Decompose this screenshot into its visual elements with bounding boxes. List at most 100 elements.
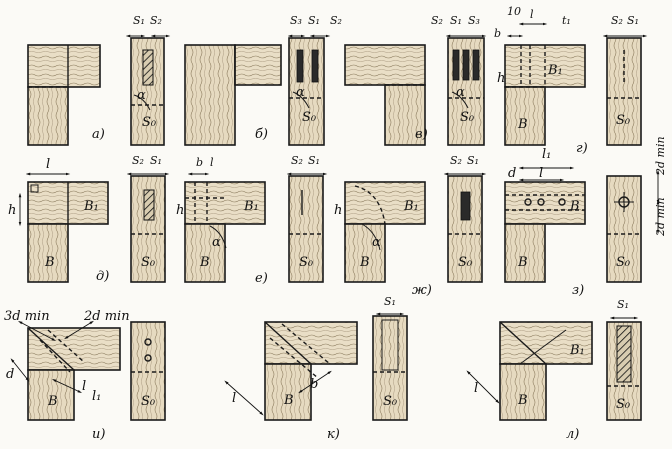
svg-text:д): д) xyxy=(96,269,109,284)
dowel-mark xyxy=(524,198,532,206)
svg-text:S₁: S₁ xyxy=(450,14,462,27)
svg-text:S₀: S₀ xyxy=(616,113,631,128)
svg-text:к): к) xyxy=(327,427,340,442)
joint-v-rail xyxy=(344,44,426,86)
joint-l-section: S₀ S₁ xyxy=(606,298,642,421)
joint-a-section: α S₀ S₁ S₂ xyxy=(125,14,171,146)
svg-text:2d min: 2d min xyxy=(654,197,667,237)
joint-d: l h B₁ B д) xyxy=(8,157,109,284)
svg-text:S₀: S₀ xyxy=(141,255,156,270)
svg-text:10: 10 xyxy=(507,5,521,18)
svg-text:B₁: B₁ xyxy=(83,199,99,214)
svg-text:S₀: S₀ xyxy=(141,394,156,409)
svg-text:S₀: S₀ xyxy=(460,110,475,125)
joint-z: l₁ l d B B з) xyxy=(504,147,586,298)
svg-text:B: B xyxy=(517,255,528,270)
svg-text:l: l xyxy=(539,166,543,181)
joint-k-section: S₀ S₁ xyxy=(372,295,408,421)
svg-text:г): г) xyxy=(576,141,588,156)
joint-b-section: α S₀ S₃ S₁ S₂ xyxy=(287,14,342,146)
joint-b: б) xyxy=(184,44,282,146)
joint-v-section: α S₀ S₂ S₁ S₃ xyxy=(431,14,487,146)
joint-v: в) xyxy=(344,44,428,146)
svg-text:2d min: 2d min xyxy=(83,309,130,324)
svg-text:S₂: S₂ xyxy=(431,14,443,27)
joint-g: B₁ B h 10 l t₁ b г) xyxy=(494,5,588,156)
svg-text:t₁: t₁ xyxy=(562,14,571,27)
joint-l: l B₁ B л) xyxy=(466,321,593,442)
svg-text:S₂: S₂ xyxy=(611,14,623,27)
joint-b-stile xyxy=(184,44,236,146)
svg-text:S₂: S₂ xyxy=(291,154,303,167)
svg-text:S₁: S₁ xyxy=(384,295,396,308)
svg-text:ж): ж) xyxy=(412,283,432,298)
joint-e: α b l h B₁ B е) xyxy=(176,156,268,286)
joint-i: d l l₁ B 3d min 2d min и) xyxy=(4,309,130,442)
svg-text:α: α xyxy=(456,85,465,100)
joint-a: а) xyxy=(27,44,105,146)
svg-text:l: l xyxy=(46,157,50,172)
joint-k: l b B к) xyxy=(224,321,358,442)
svg-text:d: d xyxy=(508,166,516,181)
svg-text:S₁: S₁ xyxy=(467,154,479,167)
svg-text:B: B xyxy=(283,393,294,408)
svg-text:S₀: S₀ xyxy=(299,255,314,270)
svg-text:l: l xyxy=(232,391,236,406)
svg-text:S₀: S₀ xyxy=(142,115,157,130)
svg-text:S₃: S₃ xyxy=(468,14,480,27)
svg-text:h: h xyxy=(497,71,505,86)
svg-text:α: α xyxy=(372,235,381,250)
dowel-mark xyxy=(558,198,566,206)
joint-e-section: S₀ S₂ S₁ xyxy=(286,154,328,283)
caption-a: а) xyxy=(92,127,105,142)
svg-text:l: l xyxy=(474,381,478,396)
svg-text:S₁: S₁ xyxy=(627,14,639,27)
joint-a-rail xyxy=(27,44,101,88)
svg-text:l: l xyxy=(82,379,86,394)
svg-text:S₁: S₁ xyxy=(150,154,162,167)
svg-text:S₀: S₀ xyxy=(458,255,473,270)
svg-text:з): з) xyxy=(572,283,584,298)
svg-text:B₁: B₁ xyxy=(569,343,585,358)
svg-text:S₁: S₁ xyxy=(617,298,629,311)
svg-text:S₀: S₀ xyxy=(616,255,631,270)
svg-text:S₁: S₁ xyxy=(133,14,145,27)
svg-text:B₁: B₁ xyxy=(243,199,259,214)
svg-text:B: B xyxy=(44,255,55,270)
svg-text:B: B xyxy=(359,255,370,270)
svg-text:B: B xyxy=(199,255,210,270)
joint-a-stile xyxy=(27,86,69,146)
svg-text:в): в) xyxy=(415,127,428,142)
svg-text:l: l xyxy=(530,8,534,21)
joint-g-section: S₀ S₂ S₁ xyxy=(602,14,648,146)
svg-text:B: B xyxy=(47,394,58,409)
svg-text:S₂: S₂ xyxy=(450,154,462,167)
svg-text:l₁: l₁ xyxy=(92,389,101,404)
svg-text:B: B xyxy=(569,199,580,214)
svg-text:B₁: B₁ xyxy=(403,199,419,214)
svg-text:S₂: S₂ xyxy=(330,14,342,27)
joint-b-rail xyxy=(234,44,282,86)
svg-text:α: α xyxy=(137,88,146,103)
svg-text:h: h xyxy=(8,203,16,218)
joint-zh-section: S₀ S₂ S₁ xyxy=(443,154,487,283)
svg-text:S₂: S₂ xyxy=(132,154,144,167)
svg-text:е): е) xyxy=(255,271,268,286)
joint-i-section: S₀ xyxy=(130,321,166,421)
joint-zh: α h B₁ B ж) xyxy=(334,181,432,298)
svg-text:h: h xyxy=(334,203,342,218)
svg-text:d: d xyxy=(6,367,14,382)
svg-text:b: b xyxy=(494,27,501,40)
svg-text:S₀: S₀ xyxy=(383,394,398,409)
dowel-mark xyxy=(537,198,545,206)
joint-v-stile xyxy=(384,84,426,146)
svg-text:S₀: S₀ xyxy=(302,110,317,125)
joint-d-section: S₀ S₂ S₁ xyxy=(126,154,170,283)
joint-g-stile xyxy=(504,86,546,146)
svg-text:S₃: S₃ xyxy=(290,14,302,27)
svg-text:2d min: 2d min xyxy=(654,136,667,176)
svg-text:b: b xyxy=(196,156,203,169)
svg-text:S₀: S₀ xyxy=(616,397,631,412)
